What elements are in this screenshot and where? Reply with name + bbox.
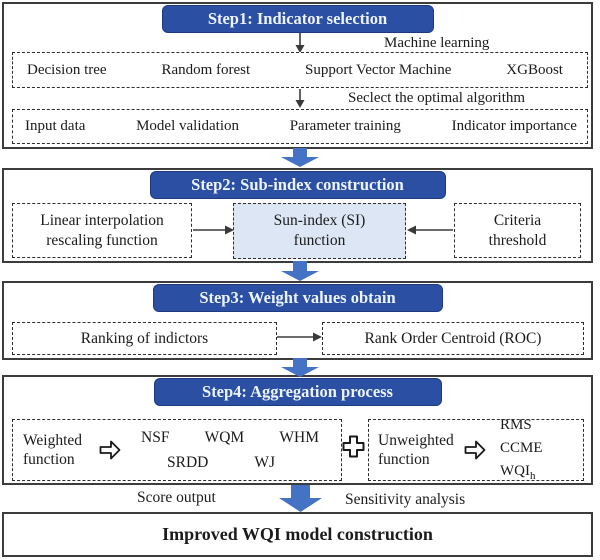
footer-title: Improved WQI model construction — [162, 524, 433, 544]
unweighted-label: Unweighted function — [378, 431, 464, 469]
select-optimal-label: Seclect the optimal algorithm — [348, 90, 526, 106]
ranking-indicators-box: Ranking of indictors — [12, 322, 277, 355]
step3-section: Step3: Weight values obtain Ranking of i… — [2, 281, 593, 360]
box-line: function — [23, 451, 75, 468]
box-line: function — [293, 232, 346, 249]
thin-down-arrow-icon — [294, 33, 306, 53]
box-line: threshold — [488, 231, 547, 249]
thin-right-arrow-icon — [193, 225, 234, 235]
machine-learning-label: Machine learning — [384, 35, 490, 51]
thin-left-arrow-icon — [407, 225, 453, 235]
score-output-label: Score output — [137, 489, 216, 506]
sub-index-function-box: Sun-index (SI) function — [233, 203, 406, 259]
task-item: Model validation — [136, 118, 239, 134]
step2-header: Step2: Sub-index construction — [149, 171, 446, 199]
unweighted-function-box: Unweighted function RMS CCME WQIh — [368, 417, 584, 482]
algorithm-item: XGBoost — [506, 61, 563, 78]
step4-section: Step4: Aggregation process Weighted func… — [2, 375, 593, 485]
method-item: WQIh — [500, 462, 536, 482]
box-line: Rank Order Centroid (ROC) — [364, 329, 542, 347]
box-line: function — [378, 451, 430, 468]
method-item: WHM — [279, 428, 319, 446]
method-item: WJ — [254, 453, 275, 471]
block-down-arrow-icon — [281, 261, 319, 281]
task-item: Parameter training — [289, 118, 401, 134]
block-down-arrow-icon — [281, 358, 319, 377]
algorithm-item: Random forest — [161, 61, 251, 78]
hollow-right-arrow-icon — [99, 440, 121, 460]
weighted-label: Weighted function — [23, 431, 99, 469]
method-item: RMS — [500, 416, 532, 433]
step2-section: Step2: Sub-index construction Linear int… — [2, 168, 593, 263]
box-line: Criteria — [493, 211, 542, 229]
algorithm-item: Decision tree — [27, 61, 107, 78]
block-down-arrow-icon — [281, 148, 319, 167]
linear-interpolation-box: Linear interpolation rescaling function — [12, 203, 192, 258]
step1-header: Step1: Indicator selection — [161, 5, 434, 33]
algorithms-box: Decision tree Random forest Support Vect… — [12, 52, 588, 88]
algorithm-item: Support Vector Machine — [305, 61, 452, 78]
step4-header: Step4: Aggregation process — [153, 378, 442, 406]
method-item: CCME — [500, 439, 543, 456]
box-line: Weighted — [23, 432, 83, 449]
method-item: NSF — [141, 428, 170, 446]
box-line: Sun-index (SI) — [273, 212, 366, 229]
box-line: Unweighted — [378, 432, 454, 449]
hollow-right-arrow-icon — [464, 440, 486, 460]
unweighted-methods: RMS CCME WQIh — [500, 416, 543, 485]
task-item: Input data — [25, 118, 86, 134]
thin-right-arrow-icon — [277, 332, 322, 342]
method-item: WQM — [204, 428, 245, 446]
footer-title-box: Improved WQI model construction — [2, 512, 593, 557]
thin-down-arrow-icon — [294, 89, 306, 108]
criteria-threshold-box: Criteria threshold — [454, 203, 581, 258]
rank-order-centroid-box: Rank Order Centroid (ROC) — [322, 322, 584, 355]
step1-section: Step1: Indicator selection Machine learn… — [2, 2, 593, 149]
step3-header: Step3: Weight values obtain — [152, 284, 443, 312]
weighted-function-box: Weighted function NSF WQM WHM SRDD — [12, 419, 342, 481]
task-item: Indicator importance — [451, 118, 577, 134]
box-line: Linear interpolation — [40, 211, 164, 229]
plus-icon — [342, 435, 365, 458]
box-line: Ranking of indictors — [80, 329, 209, 347]
box-line: rescaling function — [46, 231, 158, 249]
block-down-arrow-icon — [279, 485, 322, 512]
tasks-box: Input data Model validation Parameter tr… — [12, 109, 588, 144]
sensitivity-analysis-label: Sensitivity analysis — [345, 491, 466, 508]
method-item: SRDD — [167, 453, 209, 471]
